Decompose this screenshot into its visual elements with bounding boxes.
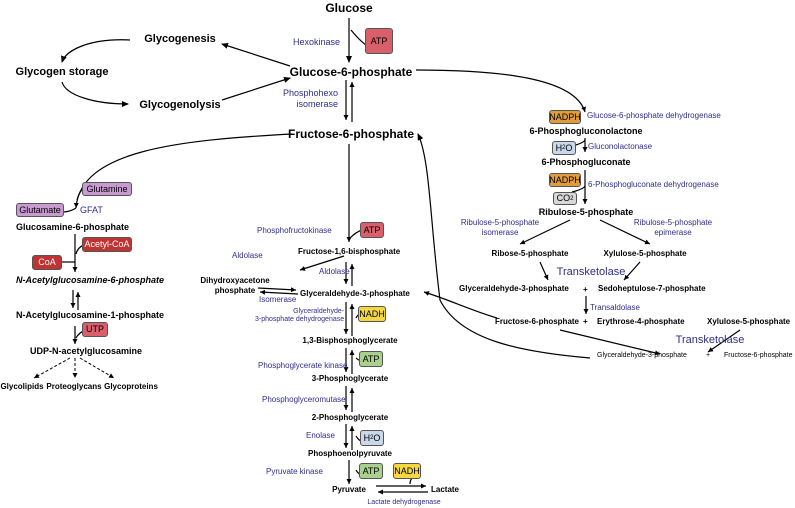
pyruvate-label: Pyruvate [332,485,366,494]
f6p-label: Fructose-6-phosphate [287,127,415,141]
isomerase-label: Isomerase [259,295,297,304]
xylulose-5-phosphate-label: Xylulose-5-phosphate [603,249,687,258]
transketolase-label-2: Transketolase [675,334,745,346]
acetyl-coa-badge: Acetyl-CoA [82,237,132,252]
utp-badge: UTP [82,322,108,337]
plus-sign-3: + [706,352,711,359]
f6p-ppp-label: Fructose-6-phosphate [495,317,580,326]
lactate-dehydrogenase-label: Lactate dehydrogenase [367,499,441,506]
xylulose-5-phosphate-2-label: Xylulose-5-phosphate [707,317,791,326]
atp-hexokinase-badge: ATP [365,28,393,54]
proteoglycans-label: Proteoglycans [46,382,102,391]
rpe-label: Ribulose-5-phosphate epimerase [633,218,713,237]
aldolase-label-1: Aldolase [232,251,263,260]
2-phosphoglycerate-label: 2-Phosphoglycerate [311,413,389,422]
nadh-gapdh-badge: NADH [358,306,386,322]
gfat-label: GFAT [80,205,103,215]
f6p-ppp2-label: Fructose-6-phosphate [724,352,793,359]
g6p-label: Glucose-6-phosphate [289,65,413,79]
coa-badge: CoA [32,255,62,270]
dihydroxyacetone-phosphate-label: Dihydroxyacetone phosphate [200,276,270,295]
6-phosphogluconolactone-label: 6-Phosphogluconolactone [529,126,643,136]
udp-n-acetylglucosamine-label: UDP-N-acetylglucosamine [30,346,143,356]
nadh-ldh-badge: NADH [393,463,421,479]
pyruvate-kinase-label: Pyruvate kinase [266,467,323,476]
transaldolase-label: Transaldolase [590,303,640,312]
n-acetylglucosamine-1-phosphate-label: N-Acetylglucosamine-1-phosphate [16,310,165,320]
atp-pfk-badge: ATP [360,222,384,238]
gluconolactonase-label: Gluconolactonase [588,142,653,151]
transketolase-label-1: Transketolase [556,266,626,278]
6-phosphogluconate-label: 6-Phosphogluconate [541,157,631,167]
ribulose-5-phosphate-label: Ribulose-5-phosphate [538,207,634,217]
glycogen-storage-label: Glycogen storage [15,66,109,78]
glycogenolysis-label: Glycogenolysis [139,99,221,111]
atp-pk-badge: ATP [359,463,383,479]
n-acetylglucosamine-6-phosphate-label: N-Acetylglucosamine-6-phosphate [16,275,165,285]
lactate-label: Lactate [430,485,460,494]
fructose-1-6-bisphosphate-label: Fructose-1,6-bisphosphate [298,247,401,256]
glucosamine-6-phosphate-label: Glucosamine-6-phosphate [16,222,130,232]
1-3-bisphosphoglycerate-label: 1,3-Bisphosphoglycerate [302,336,398,345]
phosphohexo-isomerase-label: Phosphohexo isomerase [283,88,339,109]
plus-sign-2: + [583,317,588,326]
hexokinase-label: Hexokinase [293,37,341,47]
phosphoenolpyruvate-label: Phosphoenolpyruvate [307,449,393,458]
glutamine-badge: Glutamine [82,182,132,196]
gapdh-label: Glyceraldehyde- 3-phosphate dehydrogenas… [255,308,345,324]
enolase-label: Enolase [306,431,335,440]
gap-ppp2-label: Glyceraldehyde-3-phosphate [597,352,687,359]
erythrose-4-phosphate-label: Erythrose-4-phosphate [597,317,685,326]
6pgdh-label: 6-Phosphogluconate dehydrogenase [588,180,719,189]
glycogenesis-label: Glycogenesis [144,33,216,45]
aldolase-label-2: Aldolase [319,267,350,276]
glycoproteins-label: Glycoproteins [104,382,158,391]
glucose-label: Glucose [325,1,373,15]
phosphofructokinase-label: Phosphofructokinase [257,226,332,235]
phosphoglyceromutase-label: Phosphoglyceromutase [262,395,346,404]
atp-pgk-badge: ATP [359,351,383,367]
nadph-badge-1: NADPH [549,110,581,124]
rpi-label: Ribulose-5-phosphate isomerase [460,218,540,237]
g6pdh-label: Glucose-6-phosphate dehydrogenase [587,111,721,120]
3-phosphoglycerate-label: 3-Phosphoglycerate [311,374,389,383]
plus-sign-1: + [583,285,588,294]
gap-label: Glyceraldehyde-3-phosphate [300,289,410,298]
gap-ppp-label: Glyceraldehyde-3-phosphate [459,284,569,293]
ribose-5-phosphate-label: Ribose-5-phosphate [491,249,569,258]
nadph-badge-2: NADPH [549,173,581,187]
phosphoglycerate-kinase-label: Phosphoglycerate kinase [258,361,348,370]
glycolipids-label: Glycolipids [0,382,44,391]
sedoheptulose-7-phosphate-label: Sedoheptulose-7-phosphate [598,284,706,293]
glutamate-badge: Glutamate [16,203,64,217]
